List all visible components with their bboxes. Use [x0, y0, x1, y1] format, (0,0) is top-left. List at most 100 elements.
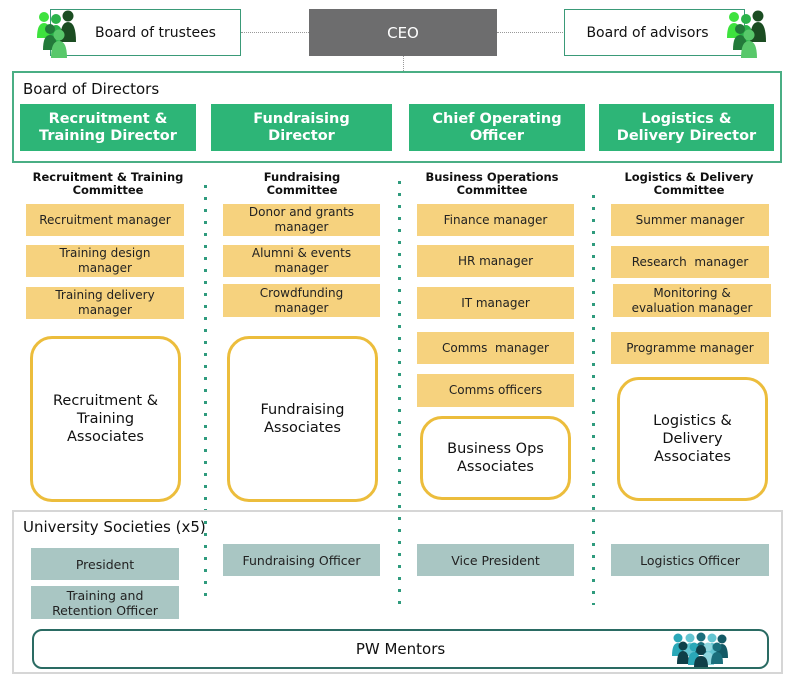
officer-label: Retention Officer — [52, 602, 158, 618]
officer-box[interactable]: Logistics Officer — [611, 544, 769, 576]
column-separator — [204, 185, 207, 605]
committee-title-line: Business Operations — [425, 170, 559, 184]
board-of-trustees-box[interactable]: Board of trustees — [50, 9, 241, 56]
pw-mentors-label: PW Mentors — [355, 640, 446, 658]
associates-label: Associates — [654, 449, 731, 465]
manager-label: Research manager — [631, 254, 749, 269]
pw-mentors-box[interactable]: PW Mentors — [32, 629, 769, 669]
director-title-line: Officer — [469, 127, 525, 144]
committee-title-line: Committee — [456, 183, 528, 197]
associates-box[interactable]: Recruitment & Training Associates — [30, 336, 181, 502]
manager-box[interactable]: Finance manager — [417, 204, 574, 236]
committee-title: Fundraising Committee — [212, 171, 392, 197]
associates-label: Delivery — [662, 431, 723, 447]
manager-label: IT manager — [461, 295, 530, 310]
director-title-line: Chief Operating — [432, 110, 562, 127]
ceo-box[interactable]: CEO — [309, 9, 497, 56]
manager-label: evaluation manager — [631, 300, 753, 315]
manager-box[interactable]: Programme manager — [611, 332, 769, 364]
manager-box[interactable]: IT manager — [417, 287, 574, 319]
associates-box[interactable]: Business Ops Associates — [420, 416, 571, 500]
board-of-directors-panel — [12, 71, 782, 163]
committee-title-line: Recruitment & Training — [32, 170, 184, 184]
officer-box[interactable]: Fundraising Officer — [223, 544, 380, 576]
manager-label: Recruitment manager — [39, 212, 171, 227]
officer-label: Logistics Officer — [640, 552, 740, 568]
associates-label: Associates — [457, 459, 534, 475]
officer-box[interactable]: President — [31, 548, 179, 580]
associates-label: Recruitment & — [52, 393, 159, 409]
manager-box[interactable]: Summer manager — [611, 204, 769, 236]
officer-label: Training and — [66, 587, 144, 603]
manager-box[interactable]: Comms manager — [417, 332, 574, 364]
officer-box[interactable]: Vice President — [417, 544, 574, 576]
connector-line — [403, 56, 404, 71]
manager-label: manager — [78, 261, 132, 275]
officer-label: Vice President — [451, 552, 540, 568]
manager-box[interactable]: Crowdfunding manager — [223, 284, 380, 317]
committee-title-line: Fundraising — [263, 170, 341, 184]
director-title-line: Delivery Director — [616, 127, 757, 144]
manager-box[interactable]: Training delivery manager — [26, 287, 184, 319]
director-fundraising[interactable]: Fundraising Director — [211, 104, 392, 151]
board-of-advisors-box[interactable]: Board of advisors — [564, 9, 745, 56]
committee-title-line: Logistics & Delivery — [624, 170, 754, 184]
manager-box[interactable]: Donor and grants manager — [223, 204, 380, 236]
officer-box[interactable]: Training and Retention Officer — [31, 586, 179, 619]
officer-label: Fundraising Officer — [242, 552, 361, 568]
manager-box[interactable]: HR manager — [417, 245, 574, 277]
committee-title: Recruitment & Training Committee — [20, 171, 196, 197]
ceo-label: CEO — [387, 23, 419, 42]
connector-line — [497, 32, 565, 33]
associates-label: Logistics & — [653, 413, 732, 429]
column-separator — [398, 181, 401, 605]
manager-label: HR manager — [457, 253, 534, 268]
director-logistics-delivery[interactable]: Logistics & Delivery Director — [599, 104, 774, 151]
officer-label: President — [75, 556, 135, 572]
manager-label: Training delivery — [55, 288, 155, 302]
manager-label: Monitoring & — [653, 285, 731, 300]
manager-label: Training design — [59, 246, 151, 260]
director-title-line: Training Director — [39, 127, 177, 144]
manager-label: Finance manager — [443, 212, 548, 227]
manager-label: Programme manager — [626, 340, 754, 355]
associates-label: Fundraising — [260, 402, 345, 418]
committee-title: Business Operations Committee — [410, 171, 574, 197]
associates-label: Business Ops — [447, 441, 544, 457]
director-chief-operating-officer[interactable]: Chief Operating Officer — [409, 104, 585, 151]
director-recruitment-training[interactable]: Recruitment & Training Director — [20, 104, 196, 151]
manager-label: Comms officers — [448, 383, 543, 397]
manager-label: manager — [274, 261, 329, 275]
associates-label: Associates — [67, 429, 144, 445]
committee-title-line: Committee — [72, 183, 144, 197]
manager-box[interactable]: Research manager — [611, 246, 769, 278]
connector-line — [241, 32, 309, 33]
people-group-icon — [724, 10, 770, 58]
director-title-line: Logistics & — [641, 110, 732, 127]
manager-label: Alumni & events — [251, 246, 352, 260]
people-crowd-icon — [670, 632, 728, 667]
manager-box[interactable]: Comms officers — [417, 374, 574, 407]
people-group-icon — [34, 10, 80, 58]
committee-title: Logistics & Delivery Committee — [606, 171, 772, 197]
associates-box[interactable]: Fundraising Associates — [227, 336, 378, 502]
manager-box[interactable]: Training design manager — [26, 245, 184, 277]
manager-label: Donor and grants — [248, 205, 355, 219]
manager-label: Summer manager — [635, 212, 745, 227]
manager-label: Crowdfunding — [259, 285, 344, 300]
manager-box[interactable]: Monitoring & evaluation manager — [613, 284, 771, 317]
university-societies-title: University Societies (x5) — [23, 518, 206, 536]
manager-box[interactable]: Alumni & events manager — [223, 245, 380, 277]
manager-label: manager — [274, 300, 329, 315]
manager-label: Comms manager — [442, 340, 549, 355]
manager-box[interactable]: Recruitment manager — [26, 204, 184, 236]
director-title-line: Director — [268, 127, 335, 144]
committee-title-line: Committee — [266, 183, 338, 197]
board-of-directors-title: Board of Directors — [23, 80, 160, 98]
director-title-line: Fundraising — [253, 110, 350, 127]
associates-box[interactable]: Logistics & Delivery Associates — [617, 377, 768, 501]
committee-title-line: Committee — [653, 183, 725, 197]
manager-label: manager — [78, 303, 132, 317]
director-title-line: Recruitment & — [48, 110, 168, 127]
board-of-advisors-label: Board of advisors — [586, 24, 709, 41]
